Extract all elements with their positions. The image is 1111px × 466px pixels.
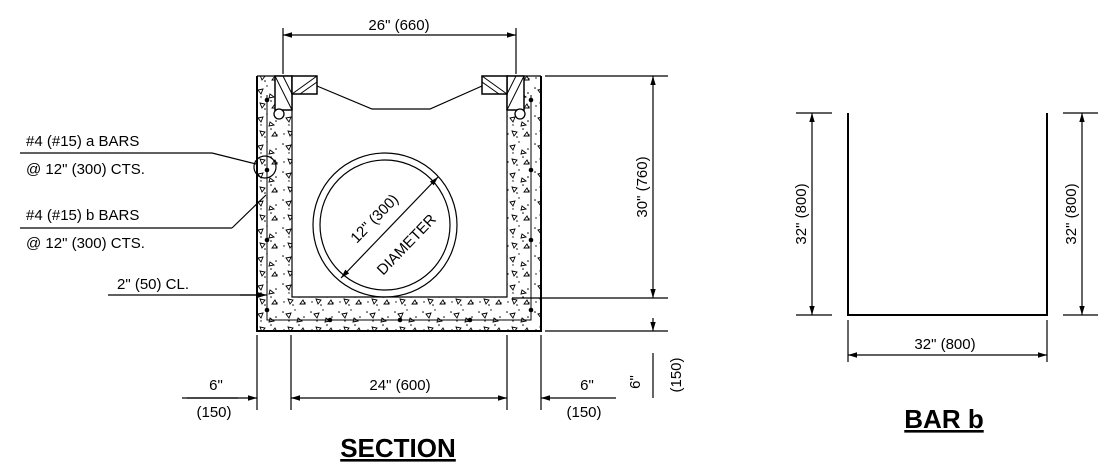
pipe-size-label: 12" (300) [347,191,402,247]
detail-circle [253,155,277,179]
section-title: SECTION [340,433,456,463]
dim-bar-left: 32" (800) [793,112,832,316]
dim-inner-width-label: 24" (600) [369,377,430,394]
bar-b-shape [847,113,1048,316]
note-a-line1: #4 (#15) a BARS [26,133,139,150]
note-cover: 2" (50) CL. [117,276,189,293]
dim-bar-bottom-label: 32" (800) [914,336,975,353]
dim-wall-left-mm: (150) [196,404,231,421]
callout-b-bars: #4 (#15) b BARS @ 12" (300) CTS. [20,194,267,252]
pipe-inner [319,159,451,291]
bar-b-title: BAR b [904,404,983,434]
dim-base: 6" (150) [545,318,685,398]
dim-bar-left-label: 32" (800) [793,183,810,244]
dim-wall-right-mm: (150) [566,404,601,421]
pipe-diameter-line [340,176,439,279]
bar-b-view: 32" (800) 32" (800) 32" (800) BAR b [793,112,1098,434]
dim-height-label: 30" (760) [634,156,651,217]
note-a-line2: @ 12" (300) CTS. [26,161,145,178]
dim-bar-right-label: 32" (800) [1063,183,1080,244]
dim-bar-bottom: 32" (800) [847,320,1048,362]
dim-base-in-label: 6" [627,375,644,389]
section-view: 12" (300) DIAMETER 26" (660) 30" (760) 6… [20,17,685,463]
dim-bottom: 6" (150) 24" (600) 6" (150) [182,335,616,421]
dim-wall-right-in: 6" [580,377,594,394]
rebar-b-line [266,95,532,321]
grate-frame [273,75,526,120]
dim-bar-right: 32" (800) [1063,112,1098,316]
note-b-line1: #4 (#15) b BARS [26,207,139,224]
callout-a-bars: #4 (#15) a BARS @ 12" (300) CTS. [20,133,257,178]
callout-cover: 2" (50) CL. [108,276,267,298]
dim-top-width: 26" (660) [282,17,517,74]
note-b-line2: @ 12" (300) CTS. [26,235,145,252]
dim-base-mm-label: (150) [668,357,685,392]
dim-height: 30" (760) [512,75,668,299]
pipe-outer [312,152,458,298]
inner-outline [291,76,508,298]
dim-wall-left-in: 6" [209,377,223,394]
dim-top-width-label: 26" (660) [368,17,429,34]
